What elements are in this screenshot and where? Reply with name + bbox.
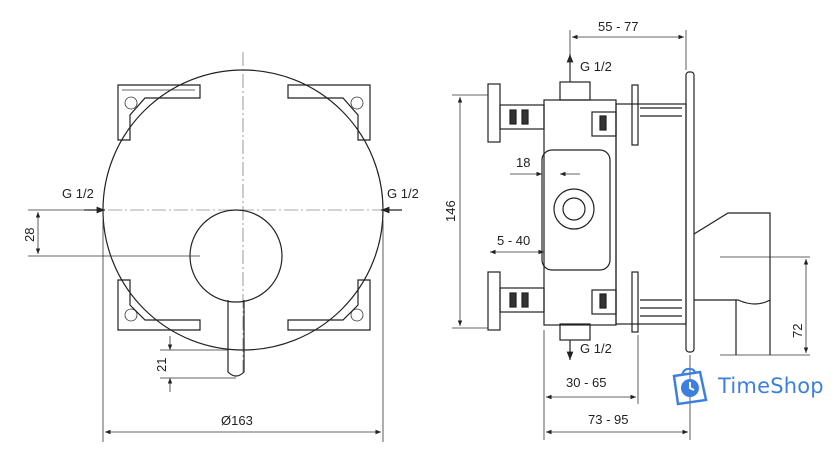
side-view: G 1/2 G 1/2 55 - 77 146 18 5 - 40 72 30 … xyxy=(443,19,810,440)
bag-clock-icon xyxy=(672,367,708,406)
top-port xyxy=(559,81,591,101)
wall-plate xyxy=(685,71,695,353)
handle-base xyxy=(189,209,283,303)
dim-21: 21 xyxy=(154,358,169,372)
cartridge-housing xyxy=(541,149,611,271)
dim-55-77: 55 - 77 xyxy=(598,19,638,34)
cartridge-inner xyxy=(562,197,586,221)
lever-side xyxy=(735,300,771,355)
dim-73-95: 73 - 95 xyxy=(588,412,628,427)
handle-side xyxy=(693,212,771,305)
dim-diameter: Ø163 xyxy=(221,413,253,428)
dim-146: 146 xyxy=(443,200,458,222)
g-label-right: G 1/2 xyxy=(387,186,419,201)
handle-lever xyxy=(227,300,245,377)
g-label-left: G 1/2 xyxy=(62,186,94,201)
sleeve xyxy=(591,84,687,333)
dim-30-65: 30 - 65 xyxy=(566,375,606,390)
watermark-brand: TimeShop xyxy=(718,374,824,398)
dim-28: 28 xyxy=(22,228,37,242)
valve-lower-left xyxy=(487,271,545,331)
cartridge-outer xyxy=(553,188,595,230)
timeshop-watermark: TimeShop xyxy=(668,366,824,406)
dim-72: 72 xyxy=(790,324,805,338)
front-view: G 1/2 G 1/2 28 21 Ø163 xyxy=(22,52,419,442)
mounting-flange xyxy=(117,84,371,331)
g-label-top: G 1/2 xyxy=(580,59,612,74)
g-label-bottom: G 1/2 xyxy=(580,341,612,356)
dim-5-40: 5 - 40 xyxy=(497,233,530,248)
bottom-port xyxy=(559,323,591,341)
dim-18: 18 xyxy=(516,155,530,170)
valve-upper-left xyxy=(487,83,545,143)
